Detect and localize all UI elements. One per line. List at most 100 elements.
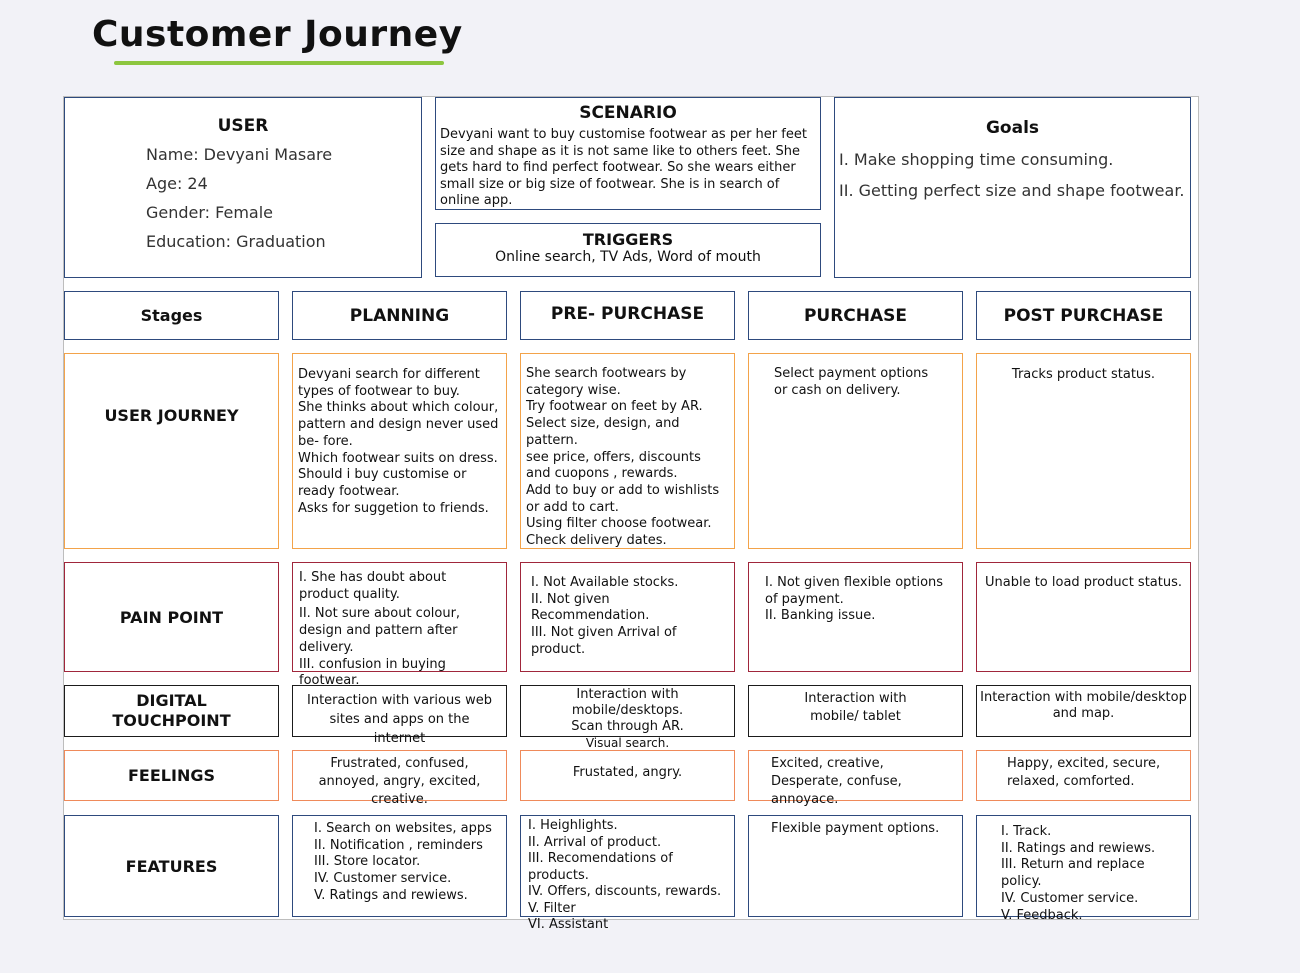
list-item: Frustated, angry. [572, 765, 683, 780]
row-label-line: TOUCHPOINT [112, 711, 231, 730]
list-item: Tracks product status. [1011, 367, 1156, 382]
pain-point-purchase: I. Not given flexible options of payment… [748, 562, 963, 672]
user-gender: Gender: Female [146, 203, 274, 222]
list-item: Visual search. [585, 736, 670, 750]
scenario-box: SCENARIO Devyani want to buy customise f… [435, 97, 821, 210]
list-item: Happy, excited, secure, relaxed, comfort… [1007, 756, 1161, 789]
goals-heading: Goals [985, 118, 1040, 138]
list-item: II. Notification , reminders [314, 837, 483, 853]
list-item: Frustrated, confused, annoyed, angry, ex… [318, 756, 481, 807]
pain-point-post-purchase: Unable to load product status. [976, 562, 1191, 672]
triggers-text: Online search, TV Ads, Word of mouth [495, 249, 761, 265]
stage-purchase: PURCHASE [748, 291, 963, 340]
row-label-features: FEATURES [64, 815, 279, 917]
list-item: Excited, creative, Desperate, confuse, a… [771, 756, 902, 807]
list-item: I. Track. [1001, 824, 1052, 839]
list-item: Interaction with mobile/desktop and map. [980, 690, 1187, 721]
list-item: Try footwear on feet by AR. [526, 399, 703, 415]
list-item: IV. Offers, discounts, rewards. [528, 884, 722, 899]
list-item: Check delivery dates. [526, 533, 667, 549]
list-item: Devyani search for different types of fo… [298, 367, 480, 399]
list-item: V. Feedback. [1001, 907, 1083, 923]
list-item: II. Arrival of product. [528, 834, 662, 850]
list-item: IV. Customer service. [314, 871, 452, 887]
triggers-box: TRIGGERS Online search, TV Ads, Word of … [435, 223, 821, 277]
row-label-feelings: FEELINGS [64, 750, 279, 801]
stage-post-purchase: POST PURCHASE [976, 291, 1191, 340]
row-label-pain-point: PAIN POINT [64, 562, 279, 672]
list-item: Scan through AR. [571, 719, 684, 734]
list-item: Select payment options or cash on delive… [774, 366, 929, 398]
list-item: VI. Assistant [528, 917, 609, 932]
scenario-heading: SCENARIO [579, 103, 677, 123]
list-item: I. Heighlights. [528, 818, 618, 833]
user-box: USER Name: Devyani Masare Age: 24 Gender… [64, 97, 422, 278]
page-title: Customer Journey [92, 14, 463, 55]
stage-planning: PLANNING [292, 291, 507, 340]
list-item: I. Not Available stocks. [531, 575, 679, 590]
user-journey-purchase: Select payment options or cash on delive… [748, 353, 963, 549]
list-item: II. Ratings and rewiews. [1001, 840, 1156, 856]
feelings-pre-purchase: Frustated, angry. [520, 750, 735, 801]
list-item: Interaction with mobile/ tablet [804, 691, 907, 724]
list-item: Unable to load product status. [984, 575, 1183, 590]
list-item: Interaction with various web sites and a… [307, 693, 492, 746]
feelings-post-purchase: Happy, excited, secure, relaxed, comfort… [976, 750, 1191, 801]
user-education: Education: Graduation [146, 232, 326, 251]
list-item: Flexible payment options. [771, 821, 940, 836]
pain-point-planning: I. She has doubt about product quality. … [292, 562, 507, 688]
list-item: I. She has doubt about product quality. [299, 570, 447, 602]
list-item: III. Recomendations of products. [528, 851, 673, 883]
pain-point-pre-purchase: I. Not Available stocks. II. Not given R… [520, 562, 735, 672]
features-pre-purchase: I. Heighlights. II. Arrival of product. … [520, 815, 735, 932]
list-item: III. confusion in buying footwear. [299, 656, 446, 689]
list-item: III. Return and replace policy. [1001, 857, 1145, 890]
goal-item: I. Make shopping time consuming. [839, 150, 1114, 169]
touchpoint-purchase: Interaction with mobile/ tablet [748, 685, 963, 737]
title-underline [114, 61, 444, 65]
feelings-planning: Frustrated, confused, annoyed, angry, ex… [292, 750, 507, 807]
list-item: Interaction with mobile/desktops. [571, 687, 684, 718]
user-name: Name: Devyani Masare [146, 145, 333, 164]
features-purchase: Flexible payment options. [748, 815, 963, 917]
list-item: Select size, design, and pattern. [526, 416, 680, 448]
touchpoint-post-purchase: Interaction with mobile/desktop and map. [976, 685, 1191, 737]
user-heading: USER [217, 116, 269, 136]
user-journey-planning: Devyani search for different types of fo… [292, 353, 507, 549]
list-item: She search footwears by category wise. [526, 366, 687, 398]
goals-box: Goals I. Make shopping time consuming. I… [834, 97, 1191, 278]
list-item: Using filter choose footwear. [526, 516, 712, 532]
touchpoint-planning: Interaction with various web sites and a… [292, 685, 507, 746]
row-label-line: DIGITAL [136, 691, 207, 710]
features-planning: I. Search on websites, apps II. Notifica… [292, 815, 507, 917]
list-item: Should i buy customise or ready footwear… [298, 467, 467, 499]
list-item: I. Search on websites, apps [314, 821, 492, 836]
goal-item: II. Getting perfect size and shape footw… [839, 181, 1185, 200]
row-label-digital-touchpoint: DIGITAL TOUCHPOINT [64, 685, 279, 737]
features-post-purchase: I. Track. II. Ratings and rewiews. III. … [976, 815, 1191, 923]
list-item: V. Ratings and rewiews. [314, 887, 468, 903]
list-item: Asks for suggetion to friends. [298, 500, 489, 516]
user-journey-post-purchase: Tracks product status. [976, 353, 1191, 549]
feelings-purchase: Excited, creative, Desperate, confuse, a… [748, 750, 963, 807]
stage-pre-purchase: PRE- PURCHASE [520, 291, 735, 340]
list-item: V. Filter [528, 900, 576, 916]
list-item: III. Not given Arrival of product. [531, 625, 677, 657]
list-item: see price, offers, discounts and cuopons… [526, 449, 701, 482]
list-item: I. Not given flexible options of payment… [765, 575, 944, 607]
scenario-text: Devyani want to buy customise footwear a… [440, 127, 807, 208]
list-item: Add to buy or add to wishlists or add to… [526, 482, 720, 515]
list-item: II. Not given Recommendation. [531, 591, 650, 624]
triggers-heading: TRIGGERS [582, 230, 674, 249]
stages-label: Stages [64, 291, 279, 340]
touchpoint-pre-purchase: Interaction with mobile/desktops. Scan t… [520, 685, 735, 750]
list-item: Which footwear suits on dress. [298, 450, 498, 466]
list-item: III. Store locator. [314, 854, 421, 870]
list-item: IV. Customer service. [1001, 890, 1139, 906]
list-item: II. Not sure about colour, design and pa… [299, 606, 461, 655]
user-age: Age: 24 [146, 174, 208, 193]
list-item: She thinks about which colour, pattern a… [298, 400, 499, 449]
list-item: II. Banking issue. [765, 608, 876, 624]
user-journey-pre-purchase: She search footwears by category wise. T… [520, 353, 735, 549]
row-label-user-journey: USER JOURNEY [64, 353, 279, 549]
